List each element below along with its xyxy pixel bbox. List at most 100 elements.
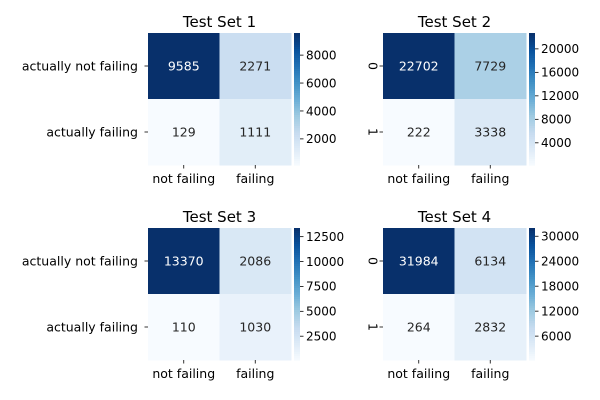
panel-2-colorbar-tick-label: 8000: [541, 113, 572, 127]
panel-1-colorbar-segment: [294, 154, 300, 157]
panel-1-colorbar-segment: [294, 66, 300, 69]
panel-1-colorbar-segment: [294, 103, 300, 107]
panel-3-colorbar-segment: [294, 298, 300, 302]
panel-2-cell-label-r0-c0: 22702: [399, 59, 439, 74]
panel-4-row-tick-label: 1: [366, 323, 381, 331]
panel-1-col-tick-label: not failing: [152, 171, 215, 186]
panel-1-colorbar-segment: [294, 92, 300, 96]
panel-1-cell-label-r1-c0: 129: [172, 125, 196, 140]
panel-2-colorbar-segment: [529, 35, 535, 38]
panel-3-colorbar-segment: [294, 320, 300, 324]
panel-4-colorbar-segment: [529, 289, 535, 293]
panel-4-title: Test Set 4: [417, 208, 491, 226]
panel-3-colorbar-segment: [294, 256, 300, 260]
panel-4-colorbar-segment: [529, 243, 535, 247]
panel-3-colorbar-segment: [294, 344, 300, 348]
panel-3-colorbar-segment: [294, 338, 300, 341]
panel-1-colorbar-segment: [294, 55, 300, 58]
panel-1-title: Test Set 1: [182, 13, 256, 31]
panel-2-colorbar-segment: [529, 107, 535, 111]
panel-3-colorbar-segment: [294, 307, 300, 310]
panel-1-colorbar-segment: [294, 143, 300, 146]
panel-1-colorbar-segment: [294, 125, 300, 129]
panel-3-cell-label-r0-c0: 13370: [164, 254, 204, 269]
panel-2-colorbar-segment: [529, 156, 535, 159]
panel-1-colorbar-tick-label: 4000: [306, 104, 337, 118]
panel-4-colorbar-tick-label: 6000: [541, 329, 572, 343]
panel-2-colorbar-segment: [529, 162, 535, 166]
panel-4-cell-label-r1-c1: 2832: [474, 320, 506, 335]
panel-3-colorbar-segment: [294, 241, 300, 244]
panel-3-colorbar-segment: [294, 300, 300, 304]
panel-3-colorbar-segment: [294, 291, 300, 295]
panel-1-colorbar-segment: [294, 162, 300, 166]
panel-2-colorbar-segment: [529, 140, 535, 144]
panel-1-colorbar-segment: [294, 140, 300, 144]
panel-4-colorbar-segment: [529, 254, 535, 258]
panel-1-colorbar-segment: [294, 77, 300, 80]
panel-3-cell-r1-c0: [148, 294, 220, 361]
panel-4-col-tick-label: failing: [471, 366, 509, 381]
panel-2-cell-r1-c0: [383, 99, 455, 166]
panel-1-colorbar-segment: [294, 57, 300, 60]
panel-2-colorbar-segment: [529, 48, 535, 52]
panel-2-col-tick-label: not failing: [387, 171, 450, 186]
panel-2-colorbar-segment: [529, 151, 535, 155]
panel-1-colorbar-segment: [294, 46, 300, 49]
panel-3-colorbar-segment: [294, 294, 300, 297]
panel-2-colorbar-segment: [529, 132, 535, 135]
panel-1-colorbar-segment: [294, 105, 300, 109]
panel-4-colorbar-segment: [529, 320, 535, 324]
panel-1-colorbar-segment: [294, 41, 300, 45]
panel-1-colorbar-segment: [294, 50, 300, 54]
panel-3-colorbar-segment: [294, 329, 300, 332]
panel-1-colorbar-segment: [294, 136, 300, 140]
panel-2-colorbar-segment: [529, 66, 535, 69]
panel-3-colorbar-segment: [294, 311, 300, 315]
panel-4-colorbar-segment: [529, 342, 535, 346]
panel-3-cell-label-r0-c1: 2086: [239, 254, 271, 269]
panel-3-col-tick-label: failing: [236, 366, 274, 381]
panel-3-colorbar-segment: [294, 355, 300, 359]
panel-2-colorbar-segment: [529, 74, 535, 78]
panel-1-colorbar-segment: [294, 129, 300, 133]
panel-4-colorbar-segment: [529, 280, 535, 284]
panel-2-cell-r1-c1: [454, 99, 527, 166]
panel-2-colorbar-segment: [529, 96, 535, 100]
panel-2-colorbar-tick-label: 12000: [541, 89, 579, 103]
panel-4-colorbar-segment: [529, 274, 535, 277]
panel-1-colorbar-segment: [294, 147, 300, 151]
panel-1-colorbar-segment: [294, 160, 300, 164]
panel-3-colorbar-segment: [294, 351, 300, 354]
panel-4-colorbar-segment: [529, 318, 535, 321]
panel-1-cell-r0-c0: [148, 33, 220, 100]
panel-1-cell-label-r0-c1: 2271: [239, 59, 271, 74]
panel-3-cell-r0-c0: [148, 228, 220, 295]
panel-2-colorbar-segment: [529, 81, 535, 85]
panel-1-colorbar-segment: [294, 114, 300, 118]
panel-4-colorbar-segment: [529, 335, 535, 339]
panel-3-colorbar-segment: [294, 342, 300, 346]
panel-1-colorbar-segment: [294, 52, 300, 56]
panel-3-colorbar-segment: [294, 278, 300, 282]
panel-4-colorbar-segment: [529, 311, 535, 315]
panel-1-colorbar-segment: [294, 134, 300, 137]
panel-1-colorbar-segment: [294, 145, 300, 148]
panel-2-colorbar-segment: [529, 116, 535, 120]
panel-4-colorbar-segment: [529, 291, 535, 295]
panel-3-colorbar-segment: [294, 261, 300, 264]
panel-4-cell-r1-c1: [454, 294, 527, 361]
panel-1-col-tick-label: failing: [236, 171, 274, 186]
panel-1-colorbar-segment: [294, 48, 300, 52]
panel-3-colorbar-segment: [294, 333, 300, 337]
panel-4-colorbar-tick-label: 18000: [541, 279, 579, 293]
panel-1-colorbar-segment: [294, 90, 300, 93]
panel-4-colorbar-segment: [529, 355, 535, 359]
panel-3-colorbar-segment: [294, 274, 300, 277]
panel-4-colorbar-segment: [529, 333, 535, 337]
panel-4-col-tick-label: not failing: [387, 366, 450, 381]
panel-4-colorbar-segment: [529, 346, 535, 350]
panel-4-colorbar-segment: [529, 300, 535, 304]
panel-1-colorbar-segment: [294, 61, 300, 65]
panel-1-colorbar-segment: [294, 44, 300, 47]
